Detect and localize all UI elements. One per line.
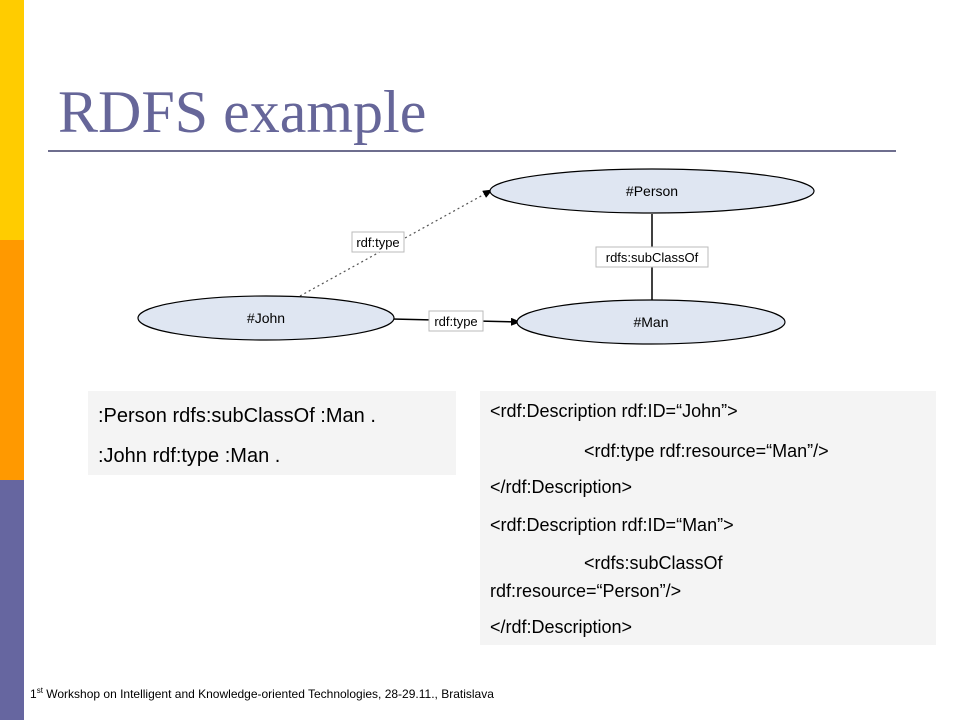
node-person-label: #Person (626, 183, 678, 199)
edge-label-box-john-person (351, 231, 405, 253)
sidebar-decoration (0, 0, 24, 720)
turtle-line: :Person rdfs:subClassOf :Man . (98, 405, 376, 427)
slide-footer: 1st Workshop on Intelligent and Knowledg… (30, 686, 494, 701)
xml-line: <rdf:Description rdf:ID=“Man”> (490, 515, 734, 535)
turtle-code-box: :Person rdfs:subClassOf :Man . :John rdf… (88, 391, 456, 475)
xml-line: <rdf:type rdf:resource=“Man”/> (584, 441, 829, 461)
edge-label-box-john-man (428, 310, 484, 332)
edge-label-john-man: rdf:type (434, 314, 477, 329)
node-john (137, 295, 395, 341)
edge-label-box-man-person (595, 246, 709, 268)
xml-line: </rdf:Description> (490, 477, 633, 497)
xml-line: rdf:resource=“Person”/> (490, 581, 682, 601)
sidebar-band-purple (0, 480, 24, 720)
rdf-xml-code-box: <rdf:Description rdf:ID=“John”> <rdf:typ… (480, 391, 936, 645)
xml-line: <rdf:Description rdf:ID=“John”> (490, 401, 738, 421)
edge-label-man-person: rdfs:subClassOf (606, 250, 699, 265)
xml-line: </rdf:Description> (490, 617, 633, 637)
xml-line: <rdfs:subClassOf (584, 553, 723, 573)
node-man (516, 299, 786, 345)
sidebar-band-yellow (0, 0, 24, 240)
edge-label-john-person: rdf:type (356, 235, 399, 250)
title-divider (48, 150, 896, 152)
edge-john-person (299, 189, 493, 297)
footer-ordinal: 1 (30, 687, 37, 701)
slide-title: RDFS example (58, 79, 427, 145)
node-john-label: #John (247, 310, 285, 326)
node-person (489, 168, 815, 214)
sidebar-band-orange (0, 240, 24, 480)
node-man-label: #Man (633, 314, 668, 330)
turtle-line: :John rdf:type :Man . (98, 445, 281, 467)
footer-text: Workshop on Intelligent and Knowledge-or… (42, 687, 494, 701)
footer-ordinal-suffix: st (36, 686, 43, 695)
edge-john-man (391, 317, 521, 326)
